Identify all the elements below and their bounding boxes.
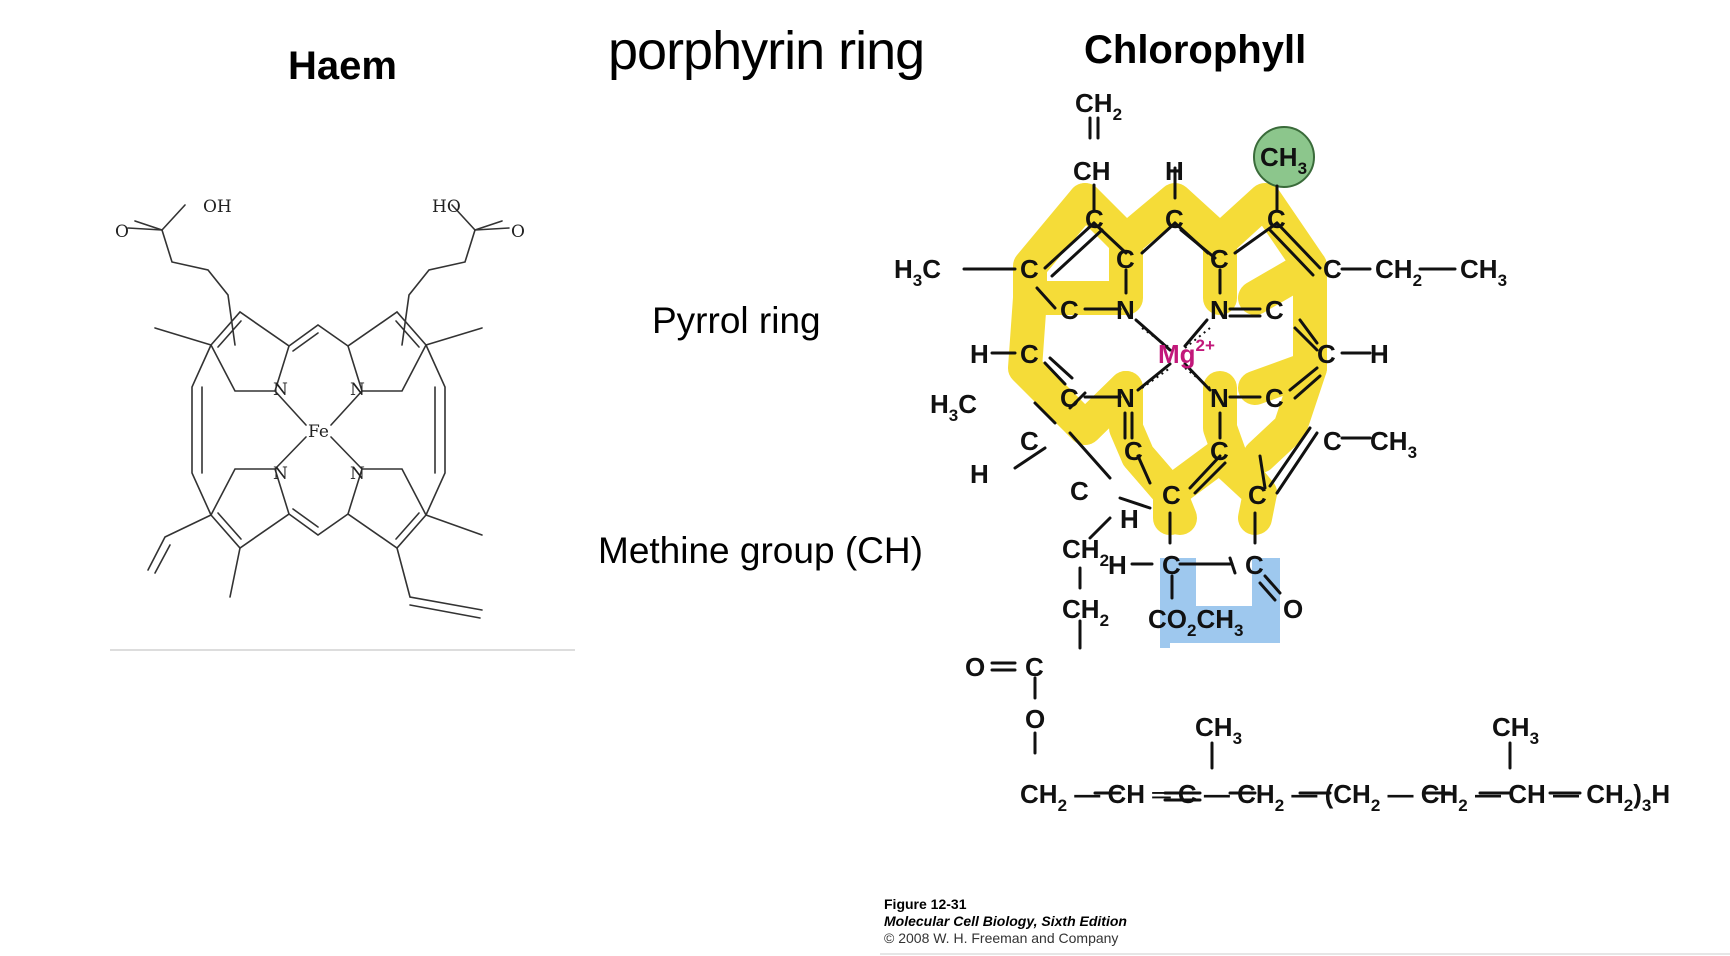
chl-h-c: H (970, 459, 989, 489)
chl-c3: C (1267, 204, 1286, 234)
haem-title: Haem (288, 44, 397, 88)
chl-h-left: H (970, 339, 989, 369)
chl-ch3-ethyl: CH3 (1460, 254, 1507, 290)
chl-ch-vinyl: CH (1073, 156, 1111, 186)
haem-fe-label: Fe (308, 422, 329, 442)
chl-c4: C (1020, 254, 1039, 284)
chl-c17: C (1210, 436, 1229, 466)
haem-n-bottom-left: N (273, 464, 288, 484)
chl-co2ch3: CO2CH3 (1148, 604, 1244, 640)
haem-ho-label: HO (432, 197, 461, 217)
haem-n-top-right: N (350, 380, 365, 400)
chl-c22: C (1245, 550, 1264, 580)
haem-structure: OH HO O O N N N N Fe (110, 197, 575, 651)
chl-phytol-ch3-1: CH3 (1195, 712, 1242, 748)
caption-copyright: © 2008 W. H. Freeman and Company (884, 930, 1119, 946)
chl-n2: N (1210, 295, 1229, 325)
chl-c6: C (1210, 244, 1229, 274)
chl-c21: C (1162, 550, 1181, 580)
chl-c2: C (1165, 204, 1184, 234)
methine-group-label: Methine group (CH) (598, 530, 923, 571)
chl-ch3-top: CH3 (1260, 142, 1307, 178)
haem-n-top-left: N (273, 380, 288, 400)
chl-ch3-right: CH3 (1370, 426, 1417, 462)
chl-h3c-left: H3C (894, 254, 941, 290)
chlorophyll-structure: CH2 CH H CH3 C C C H3C C C C C CH2 CH3 C… (880, 88, 1730, 955)
chl-h-ring5: H (1108, 550, 1127, 580)
chl-c10: C (1020, 339, 1039, 369)
haem-n-bottom-right: N (350, 464, 365, 484)
chl-c12: C (1060, 383, 1079, 413)
chlorophyll-title: Chlorophyll (1084, 28, 1307, 72)
chl-h-sub: H (1120, 504, 1139, 534)
caption-figure-number: Figure 12-31 (884, 896, 967, 912)
chl-c14: C (1020, 426, 1039, 456)
haem-o-left-label: O (115, 222, 129, 242)
chl-c11: C (1317, 339, 1336, 369)
chl-ch2-ethyl: CH2 (1375, 254, 1422, 290)
chl-phytol-ch3-2: CH3 (1492, 712, 1539, 748)
porphyrin-title: porphyrin ring (608, 21, 925, 81)
chl-c1: C (1085, 204, 1104, 234)
chl-c18: C (1070, 476, 1089, 506)
chl-c8: C (1060, 295, 1079, 325)
chl-c5: C (1116, 244, 1135, 274)
chl-h-top: H (1165, 156, 1184, 186)
chl-h3c-lower: H3C (930, 389, 977, 425)
chl-n3: N (1116, 383, 1135, 413)
chl-c15: C (1323, 426, 1342, 456)
chl-h-right: H (1370, 339, 1389, 369)
chl-n4: N (1210, 383, 1229, 413)
chl-c9: C (1265, 295, 1284, 325)
chl-o-ester: O (965, 652, 985, 682)
chl-ch2-chain-1: CH2 (1062, 534, 1109, 570)
chl-c13: C (1265, 383, 1284, 413)
chl-mg-label: Mg2+ (1158, 336, 1215, 369)
chl-phytol-chain: CH2 — CH ═ C — CH2 — (CH2 — CH2 — CH — C… (1020, 779, 1670, 815)
figure-caption: Figure 12-31 Molecular Cell Biology, Six… (884, 896, 1127, 947)
chl-ch2-chain-2: CH2 (1062, 594, 1109, 630)
chl-o-ketone: O (1283, 594, 1303, 624)
chl-c19: C (1162, 480, 1181, 510)
chl-c20: C (1248, 480, 1267, 510)
chl-c16: C (1124, 436, 1143, 466)
haem-oh-label: OH (203, 197, 232, 217)
chl-n1: N (1116, 295, 1135, 325)
pyrrol-ring-label: Pyrrol ring (652, 300, 821, 341)
chl-ch2-vinyl: CH2 (1075, 88, 1122, 124)
chl-o-single: O (1025, 704, 1045, 734)
caption-book-title: Molecular Cell Biology, Sixth Edition (884, 913, 1127, 929)
chl-c7: C (1323, 254, 1342, 284)
chl-c23: C (1025, 652, 1044, 682)
haem-o-right-label: O (511, 222, 525, 242)
